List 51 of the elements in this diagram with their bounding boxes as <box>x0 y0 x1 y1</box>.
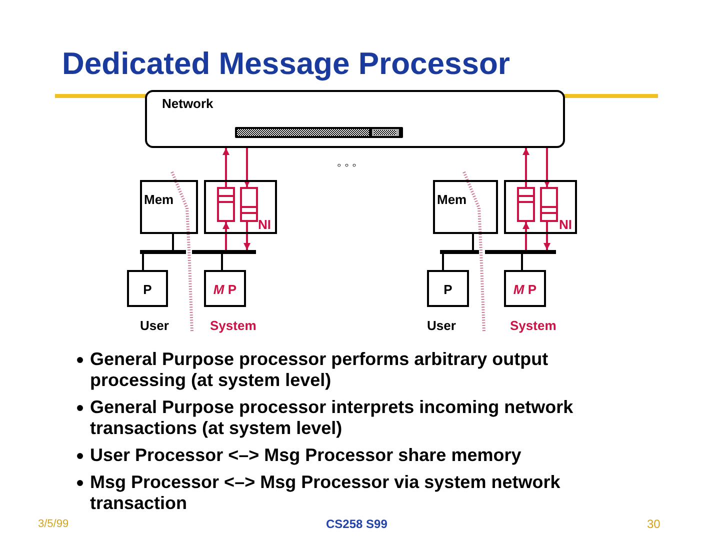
buffer-box <box>540 187 558 222</box>
arrow <box>544 148 550 187</box>
interface-label: NI <box>258 217 271 232</box>
bullet-text: Msg Processor <–> Msg Processor via system network transaction <box>90 472 562 514</box>
course-code-text: CS258 S99 <box>326 517 388 532</box>
memory-box <box>140 180 198 234</box>
bullet-text: General Purpose processor performs arbitrary output processing (at system level) <box>90 349 550 391</box>
processor-box <box>127 270 168 307</box>
bus-bar <box>140 250 256 254</box>
buffer-box <box>517 187 535 222</box>
network-interface-box <box>204 180 277 234</box>
system-label: System <box>510 318 556 333</box>
ellipsis-text: ◦ ◦ ◦ <box>337 158 356 173</box>
memory-label: Mem <box>437 192 467 207</box>
arrow <box>544 222 550 250</box>
bullet-text: User Processor <–> Msg Processor share memory <box>90 445 522 466</box>
interface-label: NI <box>559 217 572 232</box>
connector-line <box>442 254 444 270</box>
arrow <box>222 148 230 187</box>
message-processor-label: M P <box>512 282 538 297</box>
bullet-text: General Purpose processor interprets incoming network transactions (at system level) <box>90 397 574 439</box>
arrow <box>222 222 230 250</box>
page-number: 30 <box>647 517 660 532</box>
arrow <box>522 222 530 250</box>
message-processor-label: M P <box>212 282 238 297</box>
buffer-box <box>240 187 258 222</box>
date-text: 3/5/99 <box>38 517 69 532</box>
connector-line <box>172 234 174 250</box>
slide-title: Dedicated Message Processor <box>62 46 510 82</box>
system-label: System <box>210 318 256 333</box>
arrow <box>522 148 530 187</box>
memory-label: Mem <box>144 192 174 207</box>
connector-line <box>472 234 474 250</box>
arrow <box>244 222 250 250</box>
processor-label: P <box>442 282 454 297</box>
arrow <box>244 148 250 187</box>
memory-box <box>433 180 498 234</box>
network-box <box>145 90 565 148</box>
message-processor-box <box>504 270 546 307</box>
network-interface-box <box>504 180 577 234</box>
bus-bar <box>440 250 556 254</box>
connector-line <box>221 254 223 270</box>
message-processor-box <box>204 270 246 307</box>
connector-line <box>142 254 144 270</box>
user-label: User <box>140 318 169 333</box>
network-label: Network <box>162 96 214 111</box>
connector-line <box>521 254 523 270</box>
buffer-box <box>217 187 235 222</box>
processor-label: P <box>142 282 153 297</box>
processor-box <box>427 270 469 307</box>
user-label: User <box>427 318 456 333</box>
